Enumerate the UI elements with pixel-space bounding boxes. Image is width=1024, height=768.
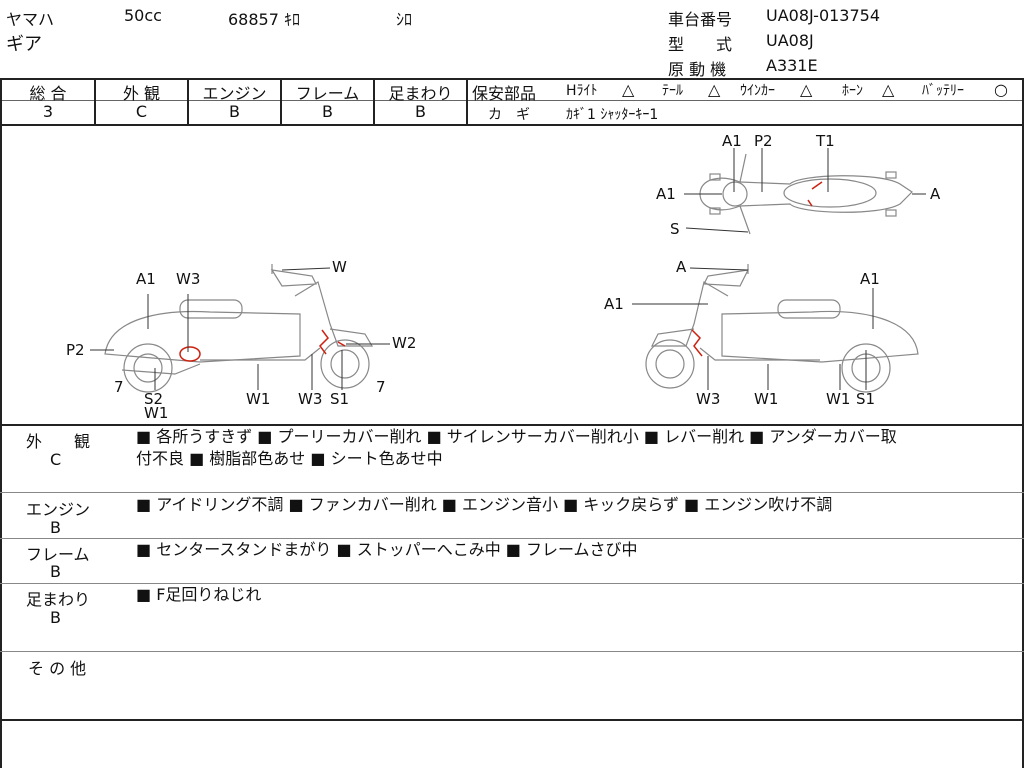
exterior-notes-line-1: ■ 各所うすきず ■ プーリーカバー削れ ■ サイレンサーカバー削れ小 ■ レバ… [136, 427, 897, 446]
grade-row-top-border [0, 78, 1024, 80]
notes-divider-1 [0, 492, 1024, 493]
diagram-label: W3 [176, 270, 200, 288]
diagram-label: S1 [330, 390, 349, 408]
suspension-notes-grade: B [50, 608, 61, 627]
engine-notes-label: エンジン [26, 500, 91, 519]
grade-row-middle-border [0, 100, 466, 101]
suspension-grade: B [415, 102, 426, 121]
diagram-label: A1 [656, 185, 676, 203]
diagram-label: W3 [298, 390, 322, 408]
grade-divider-1 [94, 78, 96, 124]
page-left-border [0, 78, 2, 768]
scooter-top-view [699, 153, 913, 235]
engine-notes-text: ■ アイドリング不調 ■ ファンカバー削れ ■ エンジン音小 ■ キック戻らず … [136, 495, 833, 514]
notes-top-border [0, 424, 1024, 426]
tail-status: △ [708, 80, 721, 99]
horn-label: ﾎｰﾝ [842, 83, 863, 99]
grade-divider-3 [280, 78, 282, 124]
engine-grade-label: エンジン [202, 84, 267, 103]
diagram-label: P2 [66, 341, 85, 359]
diagram-label: A [930, 185, 941, 203]
exterior-notes-label: 外 観 [26, 432, 91, 451]
diagram-label: A1 [722, 132, 742, 150]
mileage: 68857 ｷﾛ [228, 10, 300, 29]
other-notes-label: そ の 他 [28, 659, 87, 678]
frame-grade: B [322, 102, 333, 121]
diagram-label: W [332, 258, 347, 276]
notes-divider-3 [0, 583, 1024, 584]
page-bottom-border [0, 719, 1024, 721]
overall-grade: 3 [42, 102, 54, 121]
grade-row-bottom-border [0, 124, 1024, 126]
diagram-label: W2 [392, 334, 416, 352]
diagram-label: W1 [826, 390, 850, 408]
body-color: ｼﾛ [396, 10, 413, 29]
exterior-notes-line-2: 付不良 ■ 樹脂部色あせ ■ シート色あせ中 [136, 449, 443, 468]
diagram-label: S [670, 220, 680, 238]
frame-number-label: 車台番号 [668, 10, 733, 29]
exterior-grade: C [135, 102, 148, 121]
scooter-left-side-view [104, 264, 374, 393]
keys-value: ｶｷﾞ1 ｼｬｯﾀｰｷｰ1 [566, 107, 659, 123]
winker-status: △ [800, 80, 813, 99]
keys-row-border [466, 100, 1024, 101]
diagram-label: 7 [114, 378, 124, 396]
frame-number: UA08J-013754 [766, 6, 881, 25]
headlight-status: △ [622, 80, 635, 99]
diagram-label: T1 [815, 132, 835, 150]
notes-divider-4 [0, 651, 1024, 652]
frame-notes-label: フレーム [26, 545, 90, 564]
diagram-label: W1 [754, 390, 778, 408]
engine-notes-grade: B [50, 518, 61, 537]
grade-divider-5 [466, 78, 468, 124]
grade-divider-4 [373, 78, 375, 124]
keys-label: カ ギ [488, 107, 530, 123]
diagram-label: W3 [696, 390, 720, 408]
overall-grade-label: 総 合 [29, 84, 67, 103]
diagram-label: A1 [604, 295, 624, 313]
exterior-grade-label: 外 観 [122, 84, 161, 103]
diagram-label: W1 [246, 390, 270, 408]
diagram-label: 7 [376, 378, 386, 396]
headlight-label: Hﾗｲﾄ [566, 83, 598, 99]
engine-code-label: 原 動 機 [668, 60, 727, 79]
notes-divider-2 [0, 538, 1024, 539]
safety-parts-label: 保安部品 [472, 84, 537, 103]
exterior-notes-grade: C [50, 450, 62, 469]
diagram-label: A1 [136, 270, 156, 288]
battery-label: ﾊﾞｯﾃﾘｰ [922, 83, 964, 99]
engine-grade: B [229, 102, 240, 121]
engine-code: A331E [766, 56, 818, 75]
displacement: 50cc [124, 6, 162, 25]
grade-divider-2 [187, 78, 189, 124]
diagram-label: A1 [860, 270, 880, 288]
diagram-label: W1 [144, 404, 168, 422]
winker-label: ｳｲﾝｶｰ [740, 83, 775, 99]
diagram-label: P2 [754, 132, 773, 150]
horn-status: △ [882, 80, 895, 99]
suspension-grade-label: 足まわり [388, 84, 453, 103]
maker-name: ヤマハ [6, 10, 55, 29]
damage-diagram: A1 W3 W P2 W2 7 S2 W1 W1 W3 S1 7 A A1 A1… [66, 132, 941, 422]
model-name: ギア [6, 34, 42, 55]
frame-notes-grade: B [50, 562, 61, 581]
suspension-notes-text: ■ F足回りねじれ [136, 585, 262, 604]
type-value: UA08J [766, 31, 814, 50]
diagram-label: S2 [144, 390, 163, 408]
frame-notes-text: ■ センタースタンドまがり ■ ストッパーへこみ中 ■ フレームさび中 [136, 540, 638, 559]
page-right-border [1022, 78, 1024, 768]
diagram-label: A [676, 258, 687, 276]
frame-grade-label: フレーム [295, 84, 360, 103]
diagram-label: S1 [856, 390, 875, 408]
battery-status: ○ [994, 80, 1008, 99]
suspension-notes-label: 足まわり [26, 590, 91, 609]
type-label: 型 式 [668, 35, 733, 54]
tail-label: ﾃｰﾙ [662, 83, 683, 99]
